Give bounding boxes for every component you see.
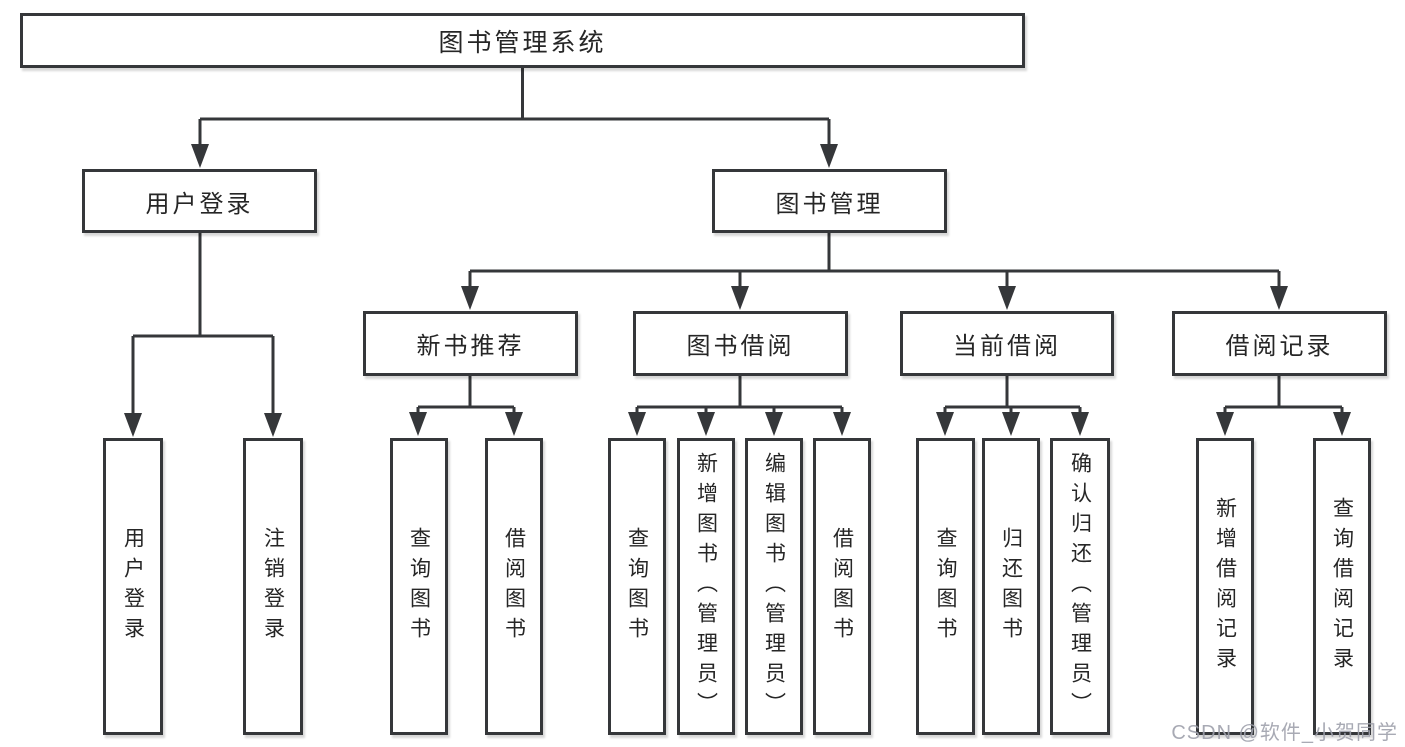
leaf-borrow-books-recommend: 借阅图书 xyxy=(485,438,543,735)
node-book-management-label: 图书管理 xyxy=(775,190,884,218)
node-user-login-label: 用户登录 xyxy=(145,190,254,218)
leaf-add-borrow-record: 新增借阅记录 xyxy=(1196,438,1254,735)
node-new-book-recommend-label: 新书推荐 xyxy=(416,333,525,360)
leaf-query-books-borrow-label: 查询图书 xyxy=(625,526,649,647)
leaf-query-books-current: 查询图书 xyxy=(916,438,975,735)
node-book-borrow-label: 图书借阅 xyxy=(686,333,795,360)
leaf-add-borrow-record-label: 新增借阅记录 xyxy=(1213,496,1237,677)
leaf-edit-book-admin: 编辑图书（管理员） xyxy=(745,438,803,735)
leaf-return-book-label: 归还图书 xyxy=(999,526,1023,647)
leaf-add-book-admin-label: 新增图书（管理员） xyxy=(694,451,718,722)
watermark: CSDN @软件_小贺同学 xyxy=(1171,722,1398,744)
node-current-borrow: 当前借阅 xyxy=(900,311,1114,376)
node-current-borrow-label: 当前借阅 xyxy=(953,333,1061,360)
leaf-query-borrow-record-label: 查询借阅记录 xyxy=(1330,496,1354,677)
leaf-borrow-books-label: 借阅图书 xyxy=(830,526,854,647)
leaf-add-book-admin: 新增图书（管理员） xyxy=(677,438,735,735)
leaf-user-login: 用户登录 xyxy=(103,438,163,735)
node-borrow-records-label: 借阅记录 xyxy=(1225,333,1334,360)
leaf-user-login-label: 用户登录 xyxy=(121,526,145,647)
leaf-query-books-borrow: 查询图书 xyxy=(608,438,666,735)
node-book-management: 图书管理 xyxy=(712,169,947,233)
node-root-label: 图书管理系统 xyxy=(438,28,607,57)
leaf-logout: 注销登录 xyxy=(243,438,303,735)
leaf-edit-book-admin-label: 编辑图书（管理员） xyxy=(762,451,786,722)
leaf-confirm-return-admin-label: 确认归还（管理员） xyxy=(1068,451,1092,722)
leaf-logout-label: 注销登录 xyxy=(261,526,285,647)
leaf-confirm-return-admin: 确认归还（管理员） xyxy=(1050,438,1110,735)
arrowhead-icons xyxy=(124,144,1351,437)
node-borrow-records: 借阅记录 xyxy=(1172,311,1387,376)
node-new-book-recommend: 新书推荐 xyxy=(363,311,578,376)
leaf-query-books-recommend-label: 查询图书 xyxy=(407,526,431,647)
leaf-return-book: 归还图书 xyxy=(982,438,1040,735)
leaf-query-borrow-record: 查询借阅记录 xyxy=(1313,438,1371,735)
node-root-system: 图书管理系统 xyxy=(20,13,1025,68)
leaf-borrow-books: 借阅图书 xyxy=(813,438,871,735)
node-book-borrow: 图书借阅 xyxy=(633,311,848,376)
node-user-login: 用户登录 xyxy=(82,169,317,233)
leaf-query-books-current-label: 查询图书 xyxy=(934,526,957,647)
leaf-query-books-recommend: 查询图书 xyxy=(390,438,448,735)
leaf-borrow-books-recommend-label: 借阅图书 xyxy=(502,526,526,647)
